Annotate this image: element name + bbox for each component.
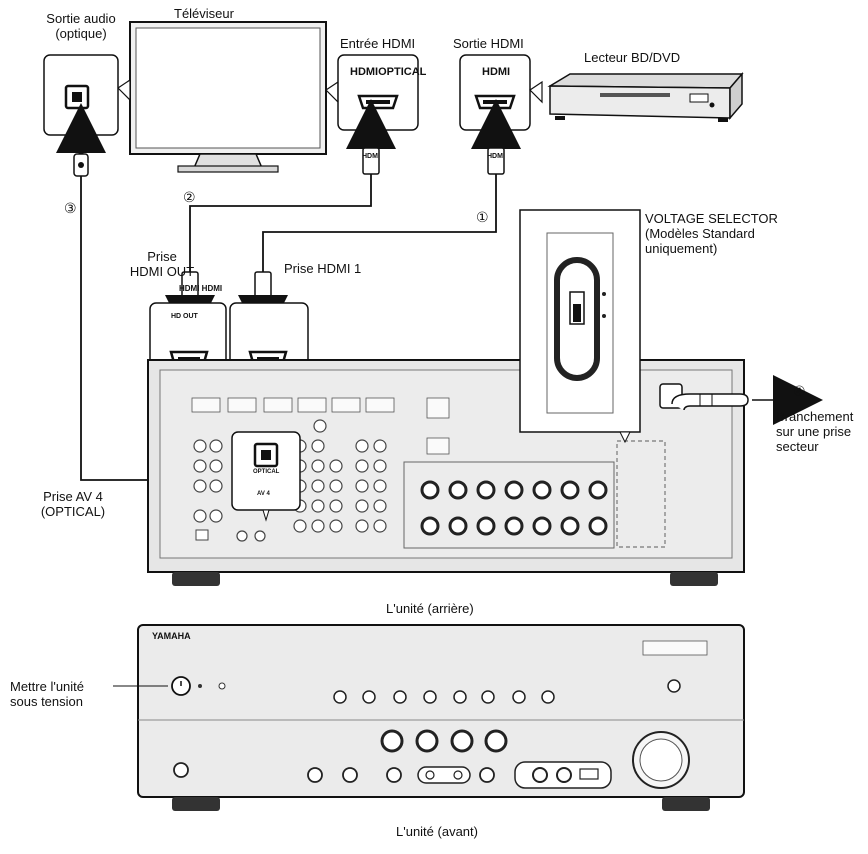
step-2: ②	[183, 190, 196, 206]
player-label: Lecteur BD/DVD	[584, 50, 681, 65]
brand-logo: YAMAHA	[152, 631, 191, 641]
hdmi-in-label: Entrée HDMI	[340, 36, 416, 51]
unit-front-label: L'unité (avant)	[396, 824, 478, 839]
hdmi1-jack-label: Prise HDMI 1	[284, 261, 362, 276]
hdmi-plug-tv-tag: HDMI	[362, 153, 380, 160]
hdmi-plug-player-tag: HDMI	[487, 153, 505, 160]
av4-text-1: Prise AV 4	[43, 489, 103, 504]
av4-small-tag: AV 4	[257, 491, 270, 497]
voltage-selector-text-2: (Modèles Standard	[645, 226, 755, 241]
optical-av4-tag: OPTICAL	[253, 469, 280, 475]
voltage-selector-callout	[519, 209, 641, 444]
cable-hdmi-1	[238, 147, 505, 345]
voltage-selector-label: VOLTAGE SELECTOR (Modèles Standard uniqu…	[645, 211, 778, 256]
step-3: ③	[64, 201, 77, 217]
power-text-2: sous tension	[10, 694, 83, 709]
hdmi-out-jack-label: Prise HDMI OUT	[122, 249, 202, 279]
audio-out-callout	[43, 54, 131, 136]
av4-optical-callout	[231, 431, 301, 522]
power-text-1: Mettre l'unité	[10, 679, 85, 694]
hdmi-out-jack-text-1: Prise	[147, 249, 177, 264]
mains-label: Branchement sur une prise secteur	[776, 409, 853, 454]
bd-dvd-player-graphic	[547, 71, 744, 122]
hdmi-out-small-tag: HD OUT	[171, 313, 198, 320]
hdmi-player-tag: HDMI	[482, 66, 511, 78]
mains-text-3: secteur	[776, 439, 819, 454]
audio-out-text: Sortie audio	[46, 11, 116, 26]
hdmi-out-player-label: Sortie HDMI	[453, 36, 524, 51]
power-label: Mettre l'unité sous tension	[10, 679, 84, 709]
hdmi-hdmi-tag: HDMI HDMI	[179, 284, 223, 293]
voltage-selector-text-1: VOLTAGE SELECTOR	[645, 211, 778, 226]
mains-text-2: sur une prise	[776, 424, 852, 439]
power-cord	[671, 375, 823, 425]
voltage-selector-text-3: uniquement)	[645, 241, 718, 256]
av4-label: Prise AV 4 (OPTICAL)	[28, 489, 118, 519]
av4-text-2: (OPTICAL)	[40, 504, 106, 519]
step-4: ④	[793, 384, 806, 400]
mains-text-1: Branchement	[776, 409, 854, 424]
audio-out-label: Sortie audio (optique)	[46, 11, 116, 41]
unit-rear-label: L'unité (arrière)	[386, 601, 474, 616]
step-1: ①	[476, 210, 489, 226]
tv-label: Téléviseur	[174, 6, 234, 21]
cable-hdmi-out	[165, 147, 380, 345]
tv-graphic	[129, 21, 327, 173]
hdmi-out-jack-text-2: HDMI OUT	[129, 264, 195, 279]
audio-out-sub-text: (optique)	[55, 26, 107, 41]
receiver-front	[137, 624, 745, 811]
hdmi-optical-tag: HDMIOPTICAL	[350, 66, 427, 78]
